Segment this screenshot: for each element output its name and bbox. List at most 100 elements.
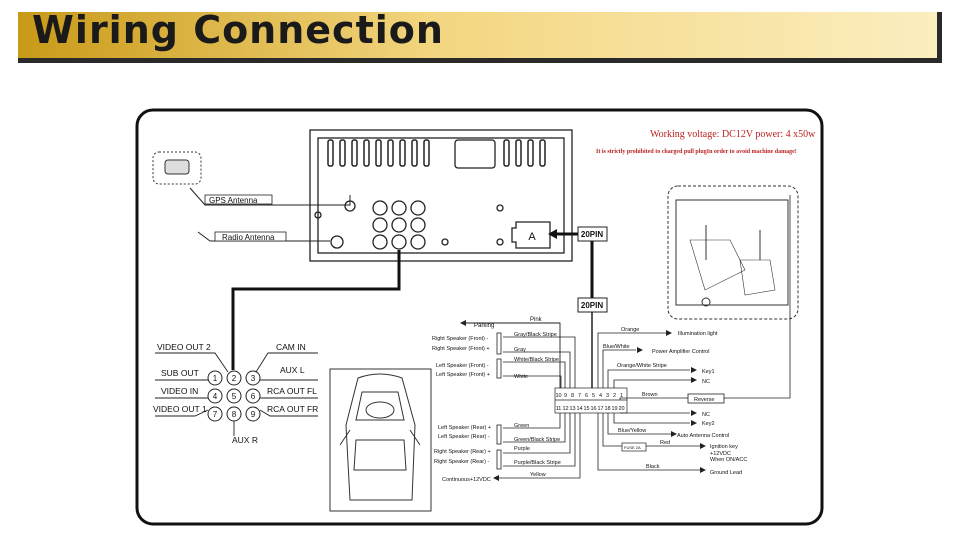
label-nc-1: NC [702, 379, 710, 385]
svg-text:17: 17 [597, 406, 603, 412]
wire-red: Red [660, 440, 670, 446]
connector-a-label: A [528, 231, 536, 243]
radio-antenna-label: Radio Antenna [222, 233, 275, 242]
harness-connector [554, 387, 628, 414]
spk-lf-pos-color: White [514, 374, 528, 380]
label-nc-2: NC [702, 412, 710, 418]
wire-orange: Orange [621, 327, 639, 333]
svg-text:6: 6 [585, 393, 588, 399]
gps-antenna-label: GPS Antenna [209, 196, 258, 205]
av-pin-4: 4 [213, 392, 218, 401]
av-sub-out: SUB OUT [161, 368, 199, 378]
spk-rr-pos: Right Speaker (Rear) + [434, 449, 491, 455]
av-pin-3: 3 [251, 374, 256, 383]
av-video-out-2: VIDEO OUT 2 [157, 342, 211, 352]
spk-lr-pos: Left Speaker (Rear) + [438, 425, 491, 431]
label-fuse: FUSE 2A [624, 445, 641, 450]
rca-jacks [372, 200, 426, 250]
av-video-out-1: VIDEO OUT 1 [153, 404, 207, 414]
av-cam-in: CAM IN [276, 342, 306, 352]
wire-orange-white: Orange/White Stripe [617, 363, 667, 369]
svg-text:12: 12 [562, 406, 568, 412]
label-key1: Key1 [702, 369, 715, 375]
diagram-frame [135, 108, 824, 526]
speaker-wires [496, 332, 581, 479]
av-pin-6: 6 [251, 392, 256, 401]
svg-text:8: 8 [571, 393, 574, 399]
label-reverse: Reverse [694, 397, 714, 403]
svg-text:10: 10 [555, 393, 561, 399]
spk-rr-neg-color: Purple/Black Stripe [514, 460, 561, 466]
spk-rr-neg: Right Speaker (Rear) - [434, 459, 489, 465]
svg-text:15: 15 [583, 406, 589, 412]
wire-yellow: Yellow [530, 472, 546, 478]
pin20-bottom-label: 20PIN [581, 301, 603, 310]
svg-text:3: 3 [606, 393, 609, 399]
spk-lr-neg-color: Green/Black Stripe [514, 437, 560, 443]
label-ground: Ground Lead [710, 470, 742, 476]
av-aux-l: AUX L [280, 365, 305, 375]
spk-lr-neg: Left Speaker (Rear) - [438, 434, 490, 440]
svg-text:13: 13 [569, 406, 575, 412]
label-illumination: Illumination light [678, 331, 718, 337]
av-pin-8: 8 [232, 410, 237, 419]
svg-text:2: 2 [613, 393, 616, 399]
vent-slots [327, 139, 546, 167]
svg-text:1: 1 [620, 393, 623, 399]
wire-continuous: Continuous+12VDC [442, 477, 491, 483]
svg-text:14: 14 [576, 406, 582, 412]
right-wires [597, 195, 791, 471]
wire-black: Black [646, 464, 660, 470]
av-pin-circles [207, 370, 261, 422]
av-pin-7: 7 [213, 410, 218, 419]
av-aux-r: AUX R [232, 435, 258, 445]
svg-text:9: 9 [564, 393, 567, 399]
av-pin-1: 1 [213, 374, 218, 383]
label-key2: Key2 [702, 421, 715, 427]
wire-blue-white: Blue/White [603, 344, 630, 350]
spk-rr-pos-color: Purple [514, 446, 530, 452]
page-title: Wiring Connection [32, 8, 444, 52]
reverse-light-inset [667, 185, 799, 320]
spk-lf-neg: Left Speaker (Front) - [436, 363, 489, 369]
av-rca-out-fl: RCA OUT FL [267, 386, 317, 396]
label-ignition-12v: +12VDC [710, 451, 731, 457]
harness-pin-labels: 10 9 8 7 6 5 4 3 2 1 11 12 13 14 15 16 1… [555, 393, 624, 412]
svg-text:16: 16 [590, 406, 596, 412]
car-illustration [329, 368, 432, 512]
pin20-top-label: 20PIN [581, 230, 603, 239]
svg-text:4: 4 [599, 393, 602, 399]
spk-lf-pos: Left Speaker (Front) + [436, 372, 490, 378]
av-pin-9: 9 [251, 410, 256, 419]
head-unit [309, 129, 573, 262]
svg-text:11: 11 [556, 406, 562, 412]
label-ignition-acc: When ON/ACC [710, 457, 747, 463]
wire-parking: Parking [474, 323, 494, 329]
av-pin-2: 2 [232, 374, 237, 383]
svg-text:7: 7 [578, 393, 581, 399]
label-ignition: Ignition key [710, 444, 738, 450]
spk-lf-neg-color: White/Black Stripe [514, 357, 559, 363]
svg-text:19: 19 [611, 406, 617, 412]
fuse-box [621, 442, 647, 452]
cd-slot [454, 139, 496, 169]
label-auto-antenna: Auto Antenna Control [677, 433, 729, 439]
warning-voltage: Working voltage: DC12V power: 4 x50w [650, 129, 816, 140]
spk-rf-pos: Right Speaker (Front) + [432, 346, 490, 352]
svg-text:20: 20 [618, 406, 624, 412]
av-rca-out-fr: RCA OUT FR [267, 404, 318, 414]
wire-pink: Pink [530, 317, 543, 323]
spk-rf-neg-color: Gray/Black Stripe [514, 332, 557, 338]
av-video-in: VIDEO IN [161, 386, 198, 396]
title-banner [18, 12, 942, 63]
gps-antenna-icon [152, 151, 202, 185]
warning-unplug: It is strictly prohibited to charged pul… [596, 149, 797, 155]
wire-brown: Brown [642, 392, 658, 398]
spk-lr-pos-color: Green [514, 423, 529, 429]
svg-text:5: 5 [592, 393, 595, 399]
svg-text:18: 18 [604, 406, 610, 412]
spk-rf-pos-color: Gray [514, 347, 526, 353]
label-amp-control: Power Amplifier Control [652, 349, 709, 355]
av-pin-5: 5 [232, 392, 237, 401]
